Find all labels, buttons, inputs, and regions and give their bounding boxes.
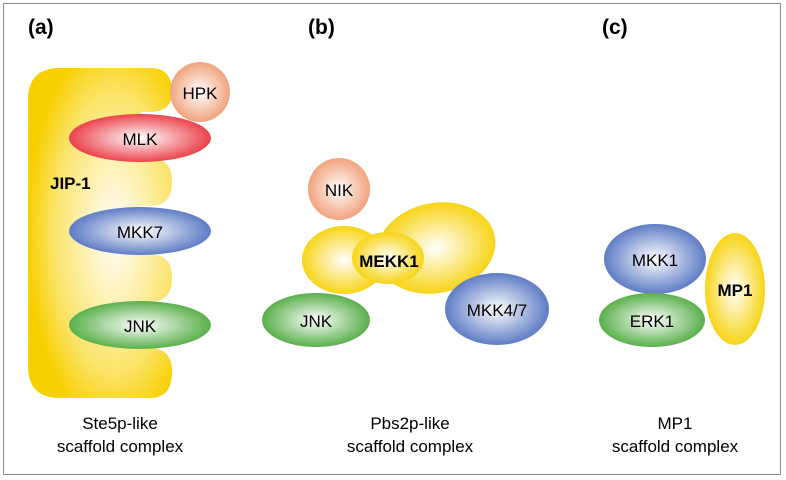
mkk1-label: MKK1 — [632, 251, 678, 270]
figure-border — [3, 3, 781, 475]
nik-protein — [308, 158, 370, 220]
jnk-label-b: JNK — [300, 312, 333, 331]
mkk7-label: MKK7 — [117, 223, 163, 242]
panel-a-label: (a) — [28, 16, 54, 39]
erk1-protein — [599, 293, 705, 347]
panel-b-label: (b) — [308, 16, 335, 39]
caption-c-line1: MP1 — [657, 414, 693, 433]
mekk1-bridge — [352, 232, 424, 284]
caption-b-line1: Pbs2p-like — [370, 414, 450, 433]
mlk-label: MLK — [123, 130, 159, 149]
caption-b-line2: scaffold complex — [346, 437, 474, 456]
caption-a-line1: Ste5p-like — [82, 414, 158, 433]
erk1-label: ERK1 — [630, 312, 674, 331]
caption-a-line2: scaffold complex — [56, 437, 184, 456]
mp1-scaffold-shape — [705, 233, 765, 345]
jnk-protein-b — [262, 293, 370, 347]
mekk1-label: MEKK1 — [359, 252, 419, 271]
panel-c-label: (c) — [602, 16, 628, 39]
hpk-label: HPK — [183, 84, 219, 103]
caption-c: MP1 scaffold complex — [555, 412, 786, 458]
caption-b: Pbs2p-like scaffold complex — [290, 412, 530, 458]
mp1-label: MP1 — [718, 281, 753, 300]
nik-label: NIK — [325, 181, 354, 200]
mkk7-protein — [69, 207, 211, 255]
mlk-protein — [69, 114, 211, 162]
jnk-protein-a — [69, 301, 211, 349]
hpk-protein — [170, 62, 230, 122]
caption-c-line2: scaffold complex — [611, 437, 739, 456]
jip1-label: JIP-1 — [50, 174, 91, 193]
jnk-label-a: JNK — [124, 317, 157, 336]
mkk47-label: MKK4/7 — [467, 301, 527, 320]
caption-a: Ste5p-like scaffold complex — [0, 412, 240, 458]
mkk1-protein — [604, 224, 706, 294]
mkk47-protein — [445, 273, 549, 345]
